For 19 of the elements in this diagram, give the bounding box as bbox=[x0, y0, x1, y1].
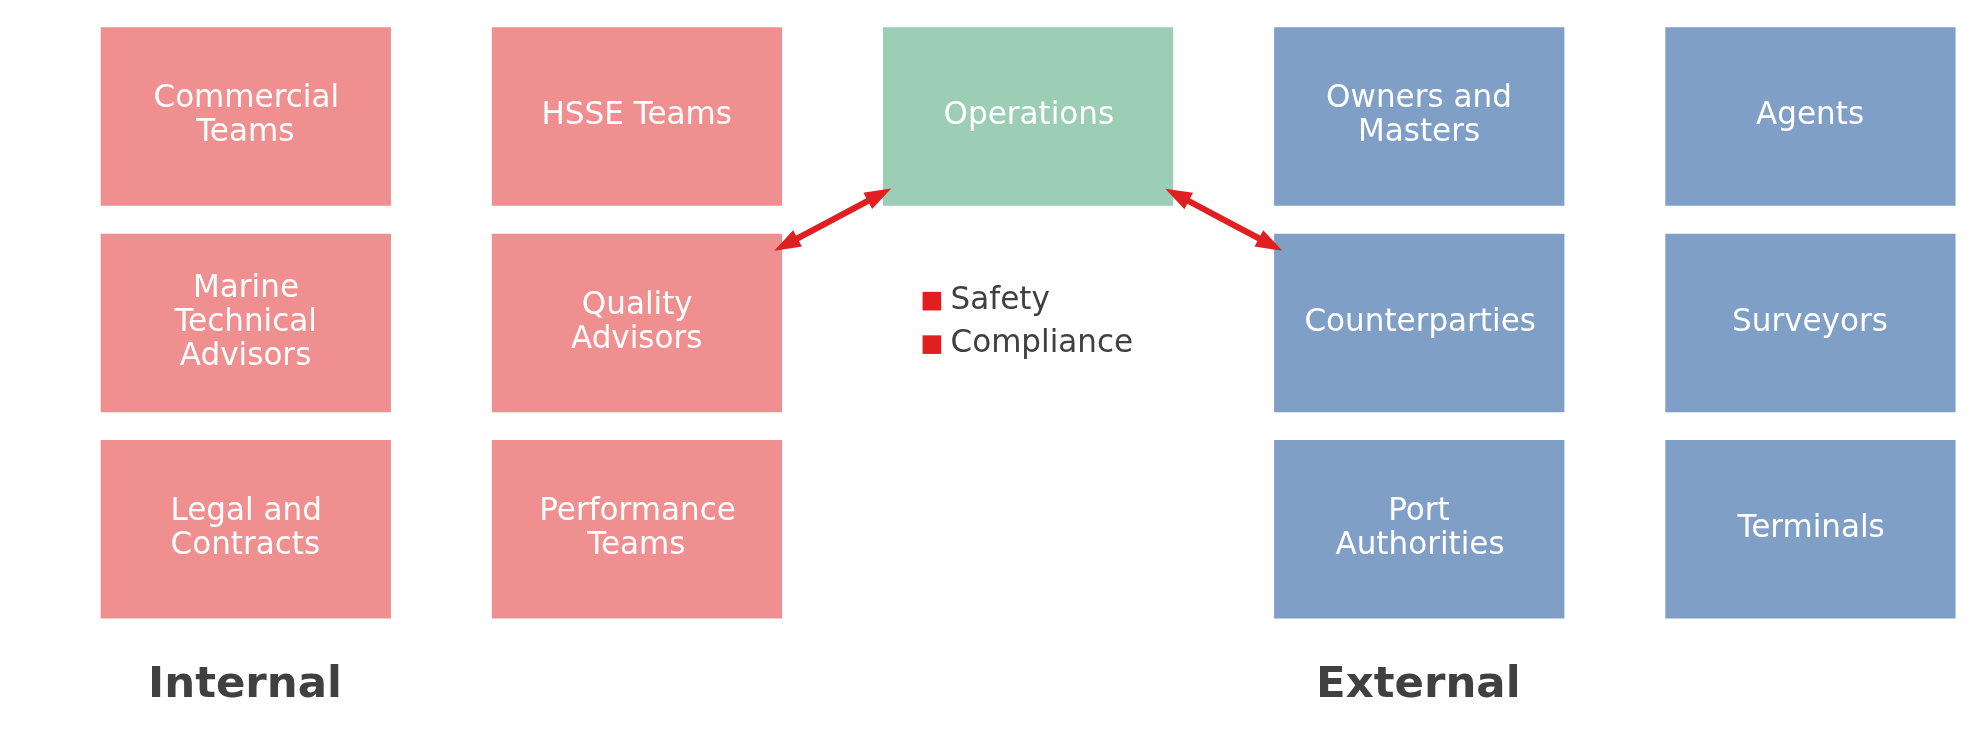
label: Internal bbox=[148, 656, 342, 707]
node-label: Compliance bbox=[950, 323, 1134, 360]
node-box: Marine Technical Advisors bbox=[100, 233, 391, 413]
node-label: Safety bbox=[950, 279, 1050, 316]
node-box: Legal and Contracts bbox=[100, 440, 391, 619]
node-box: Port Authorities bbox=[1274, 440, 1565, 619]
node-box: Owners and Masters bbox=[1274, 27, 1565, 206]
node-box: HSSE Teams bbox=[491, 27, 783, 206]
node-box: Commercial Teams bbox=[100, 27, 391, 206]
node-box: Operations bbox=[883, 27, 1174, 206]
node-box: Terminals bbox=[1665, 440, 1956, 619]
node-box: Performance Teams bbox=[491, 440, 783, 619]
node-box: Counterparties bbox=[1274, 233, 1565, 413]
arrow bbox=[1165, 188, 1283, 251]
node-box: Quality Advisors bbox=[491, 233, 783, 413]
node-box: Surveyors bbox=[1665, 233, 1956, 413]
arrow bbox=[774, 188, 892, 251]
node-box: Agents bbox=[1665, 27, 1956, 206]
label: External bbox=[1316, 656, 1521, 707]
